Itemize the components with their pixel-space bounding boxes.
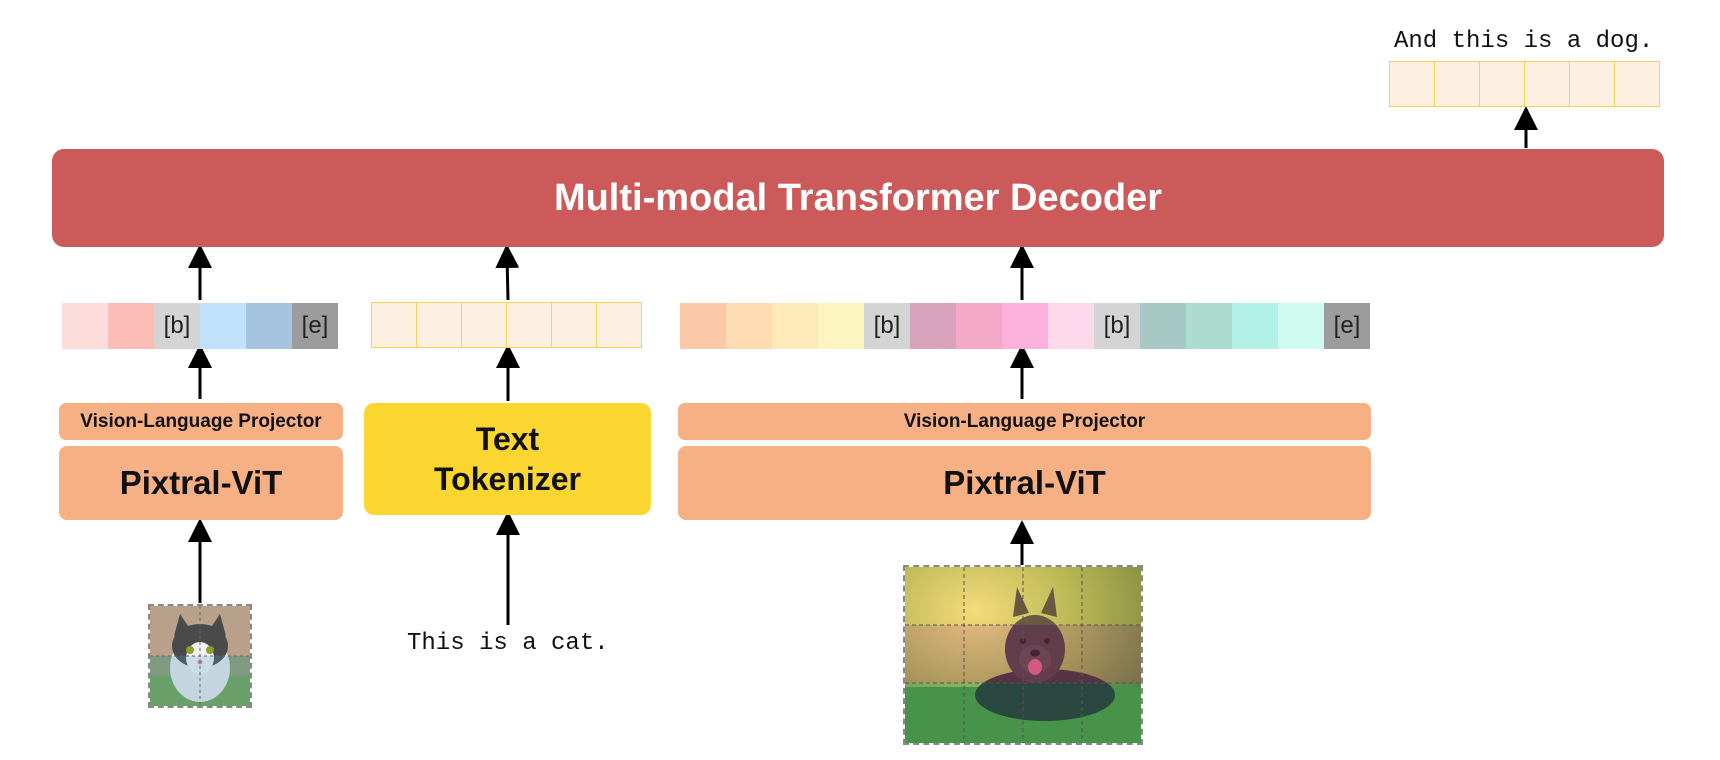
- text-tokenizer: Text Tokenizer: [364, 403, 651, 515]
- token-cell: [1002, 303, 1048, 349]
- token-cell: [1232, 303, 1278, 349]
- arrow-text-tokens-to-decoder: [507, 256, 508, 300]
- token-cell: [1048, 303, 1094, 349]
- left-projector-label: Vision-Language Projector: [80, 411, 321, 433]
- right-vision-language-projector: Vision-Language Projector: [678, 403, 1371, 440]
- token-cell: [956, 303, 1002, 349]
- decoder-label: Multi-modal Transformer Decoder: [554, 177, 1162, 220]
- token-cell: [551, 302, 597, 348]
- output-text: And this is a dog.: [1394, 28, 1664, 55]
- token-cell: [680, 303, 726, 349]
- token-cell: [461, 302, 507, 348]
- token-cell: [e]: [1324, 303, 1370, 349]
- tokenizer-label-line1: Text: [434, 419, 581, 459]
- text-token-strip: [372, 302, 642, 348]
- token-cell: [371, 302, 417, 348]
- left-pixtral-vit: Pixtral-ViT: [59, 446, 343, 520]
- right-projector-label: Vision-Language Projector: [904, 411, 1145, 433]
- left-image-token-strip: [b] [e]: [62, 303, 338, 349]
- cat-illustration: [150, 606, 250, 706]
- token-cell: [1434, 61, 1480, 107]
- token-cell: [b]: [864, 303, 910, 349]
- token-cell: [1524, 61, 1570, 107]
- token-cell: [1278, 303, 1324, 349]
- left-vision-language-projector: Vision-Language Projector: [59, 403, 343, 440]
- dog-image: [903, 565, 1143, 745]
- transformer-decoder: Multi-modal Transformer Decoder: [52, 149, 1664, 247]
- token-cell: [1389, 61, 1435, 107]
- right-vit-label: Pixtral-ViT: [943, 464, 1106, 502]
- token-cell: [1186, 303, 1232, 349]
- input-text: This is a cat.: [407, 630, 627, 657]
- token-cell: [e]: [292, 303, 338, 349]
- token-cell: [b]: [154, 303, 200, 349]
- cat-image: [148, 604, 252, 708]
- token-cell: [726, 303, 772, 349]
- token-cell: [62, 303, 108, 349]
- dog-illustration: [905, 567, 1141, 743]
- token-cell: [b]: [1094, 303, 1140, 349]
- tokenizer-label-line2: Tokenizer: [434, 459, 581, 499]
- output-token-strip: [1390, 61, 1660, 107]
- token-cell: [246, 303, 292, 349]
- token-cell: [1479, 61, 1525, 107]
- token-cell: [416, 302, 462, 348]
- token-cell: [818, 303, 864, 349]
- token-cell: [596, 302, 642, 348]
- token-cell: [1569, 61, 1615, 107]
- right-pixtral-vit: Pixtral-ViT: [678, 446, 1371, 520]
- token-cell: [772, 303, 818, 349]
- token-cell: [506, 302, 552, 348]
- left-vit-label: Pixtral-ViT: [120, 464, 283, 502]
- token-cell: [1140, 303, 1186, 349]
- token-cell: [200, 303, 246, 349]
- token-cell: [108, 303, 154, 349]
- token-cell: [1614, 61, 1660, 107]
- token-cell: [910, 303, 956, 349]
- right-image-token-strip: [b] [b] [e]: [680, 303, 1370, 349]
